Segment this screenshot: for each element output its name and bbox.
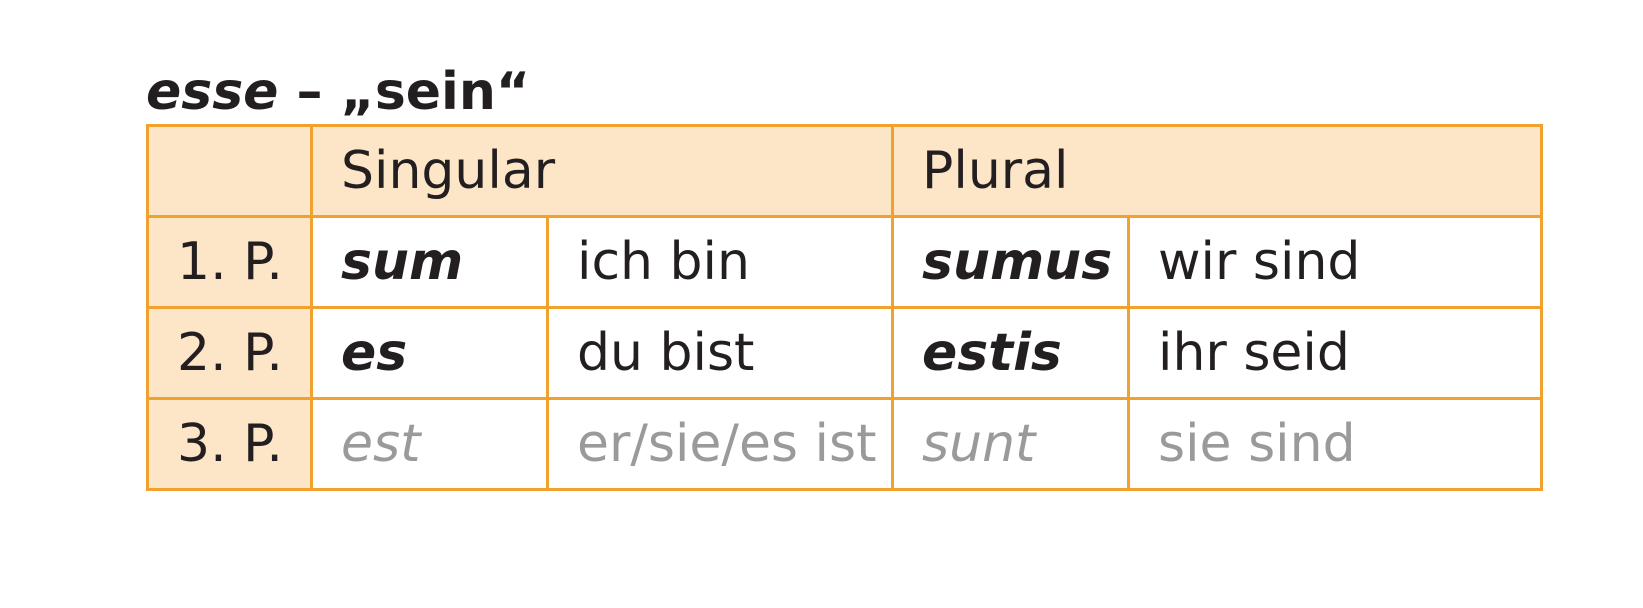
- singular-german-translation: du bist: [545, 306, 895, 400]
- person-label: 3. P.: [146, 397, 313, 491]
- header-plural: Plural: [891, 124, 1544, 218]
- header-corner-cell: [146, 124, 313, 218]
- table-header-row: Singular Plural: [146, 124, 1544, 218]
- plural-latin-form: sumus: [891, 215, 1131, 309]
- plural-german-translation: ihr seid: [1127, 306, 1544, 400]
- table-row: 2. P. es du bist estis ihr seid: [146, 306, 1544, 400]
- title-latin-word: esse: [146, 61, 279, 122]
- conjugation-table: Singular Plural 1. P. sum ich bin sumus …: [146, 124, 1544, 491]
- singular-german-translation: er/sie/es ist: [545, 397, 895, 491]
- plural-latin-form: sunt: [891, 397, 1131, 491]
- singular-latin-form: sum: [310, 215, 549, 309]
- table-row: 1. P. sum ich bin sumus wir sind: [146, 215, 1544, 309]
- singular-german-translation: ich bin: [545, 215, 895, 309]
- title-separator: –: [278, 61, 341, 122]
- table-row: 3. P. est er/sie/es ist sunt sie sind: [146, 397, 1544, 491]
- plural-german-translation: sie sind: [1127, 397, 1544, 491]
- singular-latin-form: est: [310, 397, 549, 491]
- singular-latin-form: es: [310, 306, 549, 400]
- person-label: 1. P.: [146, 215, 313, 309]
- person-label: 2. P.: [146, 306, 313, 400]
- plural-latin-form: estis: [891, 306, 1131, 400]
- plural-german-translation: wir sind: [1127, 215, 1544, 309]
- page-title: esse – „sein“: [146, 57, 530, 127]
- header-singular: Singular: [309, 124, 895, 218]
- title-translation: „sein“: [340, 61, 531, 122]
